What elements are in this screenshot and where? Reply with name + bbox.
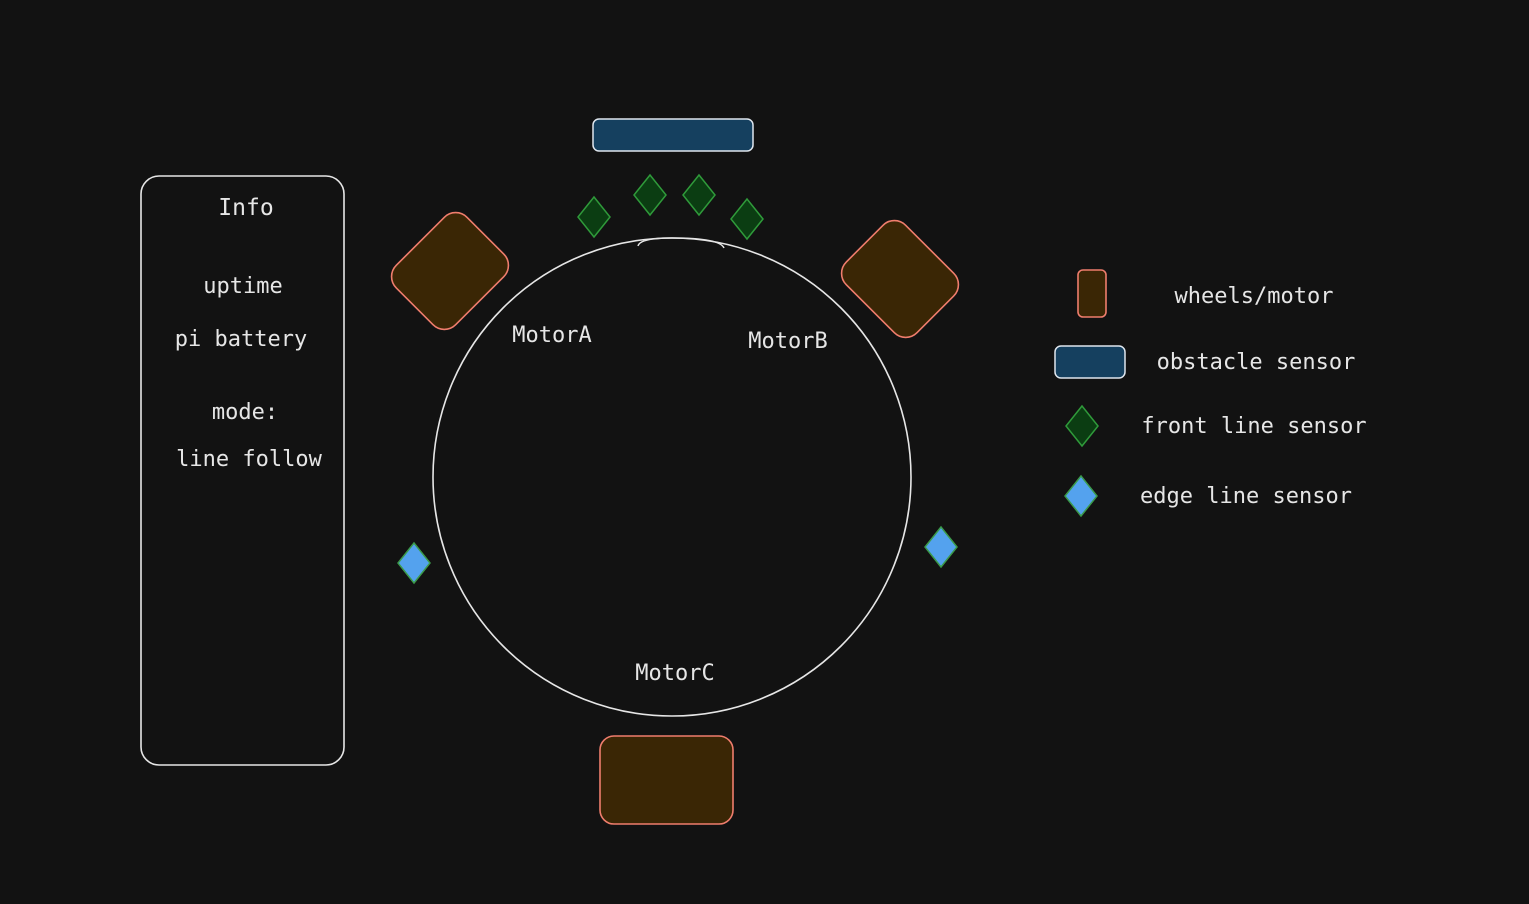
info-panel: Info uptime pi battery mode: line follow — [140, 175, 345, 766]
legend-label-wheels: wheels/motor — [1175, 284, 1334, 309]
legend: wheels/motor obstacle sensor front line … — [1054, 269, 1367, 518]
robot-body — [432, 237, 912, 717]
robot-body-sketch-mark — [637, 237, 725, 249]
motor-a-label: MotorA — [512, 323, 591, 348]
legend-label-obstacle: obstacle sensor — [1157, 350, 1356, 375]
front-line-sensor — [577, 195, 611, 239]
wheels — [390, 211, 960, 825]
wheel-motor-icon — [1077, 269, 1107, 318]
info-pi-battery: pi battery — [175, 327, 307, 352]
motor-b-label: MotorB — [748, 329, 827, 354]
motor-c-label: MotorC — [635, 661, 714, 686]
obstacle-sensor — [592, 118, 754, 152]
legend-label-front-line: front line sensor — [1141, 414, 1366, 439]
obstacle-sensor-icon — [1054, 345, 1126, 379]
edge-line-sensor-left — [397, 541, 431, 585]
legend-label-edge-line: edge line sensor — [1140, 484, 1352, 509]
edge-line-sensors — [397, 525, 958, 585]
front-line-sensors — [577, 173, 764, 241]
info-title: Info — [218, 195, 273, 221]
wheel-motor-b — [840, 219, 960, 339]
front-line-sensor-icon — [1065, 404, 1099, 448]
info-panel-frame — [140, 175, 345, 766]
wheel-motor-c — [599, 735, 734, 825]
front-line-sensor — [633, 173, 667, 217]
front-line-sensor — [682, 173, 716, 217]
wheel-motor-a — [390, 211, 510, 331]
edge-line-sensor-icon — [1064, 474, 1098, 518]
info-uptime: uptime — [203, 274, 282, 299]
edge-line-sensor-right — [924, 525, 958, 569]
info-mode-value: line follow — [176, 447, 322, 472]
info-mode-label: mode: — [212, 400, 278, 425]
front-line-sensor — [730, 197, 764, 241]
